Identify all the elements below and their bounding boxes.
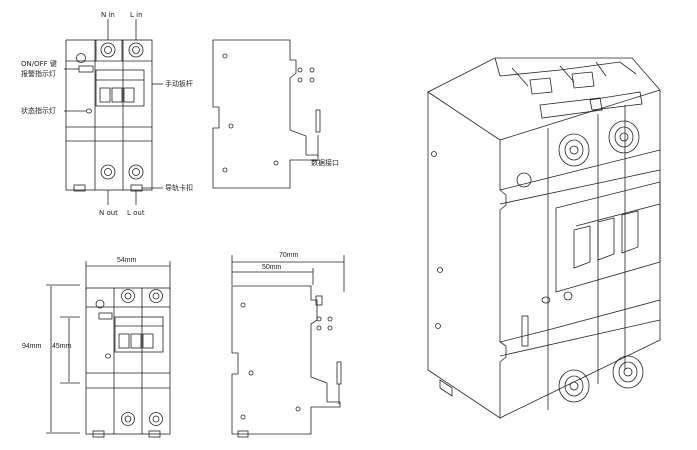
dim-70mm-50mm — [231, 255, 345, 292]
front-view-bottom — [85, 287, 171, 438]
dim-94mm-45mm — [46, 284, 80, 434]
label-status-light: 状态指示灯 — [21, 107, 56, 115]
dim-text-depth-front: 50mm — [262, 264, 282, 271]
label-onoff-key: ON/OFF 键 — [21, 60, 57, 68]
label-alarm-light: 报警指示灯 — [21, 70, 56, 78]
dim-text-height: 94mm — [22, 343, 42, 350]
label-l-out: L out — [127, 209, 145, 217]
label-comm-port: 数据接口 — [311, 159, 339, 167]
front-view-top — [64, 19, 163, 205]
isometric-view — [427, 57, 661, 419]
label-rail-clip: 导轨卡扣 — [165, 184, 193, 192]
label-n-in: N in — [101, 11, 115, 19]
label-n-out: N out — [99, 209, 118, 217]
dim-text-mid-height: 45mm — [52, 343, 72, 350]
dim-54mm — [85, 261, 171, 290]
side-view-bottom — [231, 285, 342, 438]
dim-text-depth-total: 70mm — [279, 252, 299, 259]
side-view-top — [212, 39, 321, 189]
label-l-in: L in — [130, 11, 143, 19]
label-manual-lever: 手动扳杆 — [165, 80, 193, 88]
dim-text-width: 54mm — [117, 257, 137, 264]
